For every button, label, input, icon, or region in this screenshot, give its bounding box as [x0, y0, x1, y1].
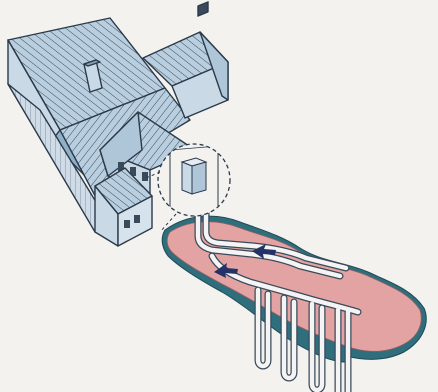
- back-wing-window: [198, 2, 208, 16]
